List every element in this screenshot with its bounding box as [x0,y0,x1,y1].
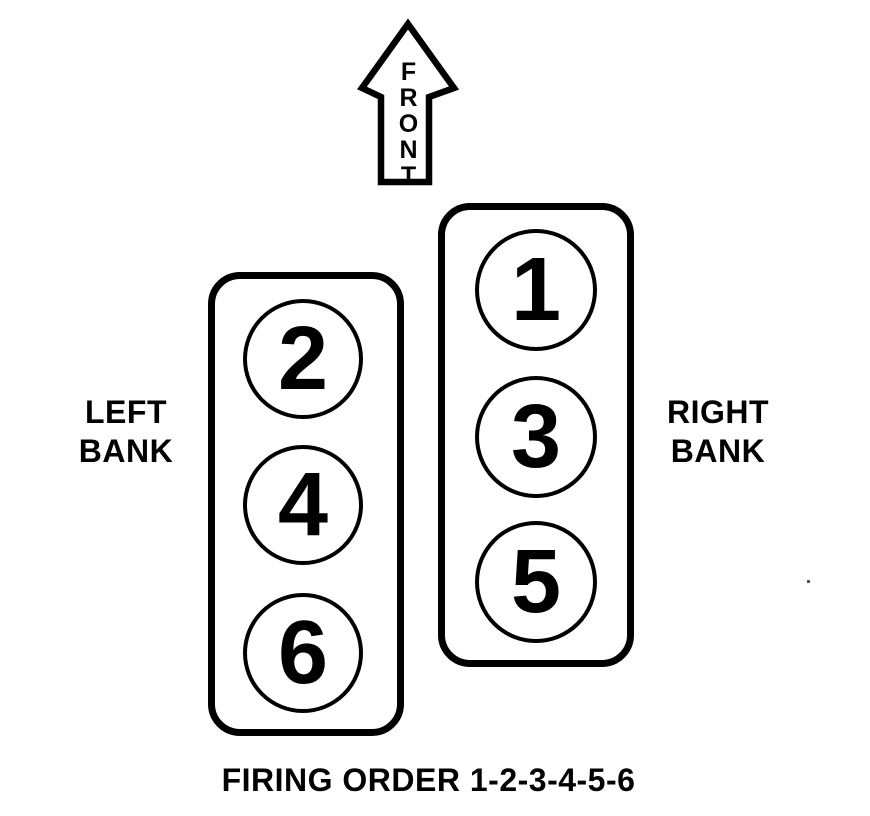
left-bank-label-line1: LEFT [85,394,167,430]
front-arrow-label: FRONT [394,58,423,188]
cylinder-2: 2 [243,299,363,419]
left-bank-label-line2: BANK [78,433,174,469]
left-bank: 2 4 6 [208,272,404,736]
cylinder-3: 3 [475,376,597,498]
cylinder-1: 1 [475,229,597,351]
right-bank-label: RIGHT BANK [658,393,778,471]
front-arrow: FRONT [352,18,464,190]
left-bank-label: LEFT BANK [66,393,186,471]
scan-artifact-speck [807,580,810,583]
cylinder-6: 6 [243,593,363,713]
right-bank-label-line2: BANK [670,433,766,469]
firing-order-caption: FIRING ORDER 1-2-3-4-5-6 [221,762,636,798]
arrow-outline-shape [357,18,460,186]
up-arrow-icon [357,18,460,186]
right-bank: 1 3 5 [438,203,634,667]
cylinder-5: 5 [475,521,597,643]
right-bank-label-line1: RIGHT [666,394,770,430]
cylinder-4: 4 [243,445,363,565]
